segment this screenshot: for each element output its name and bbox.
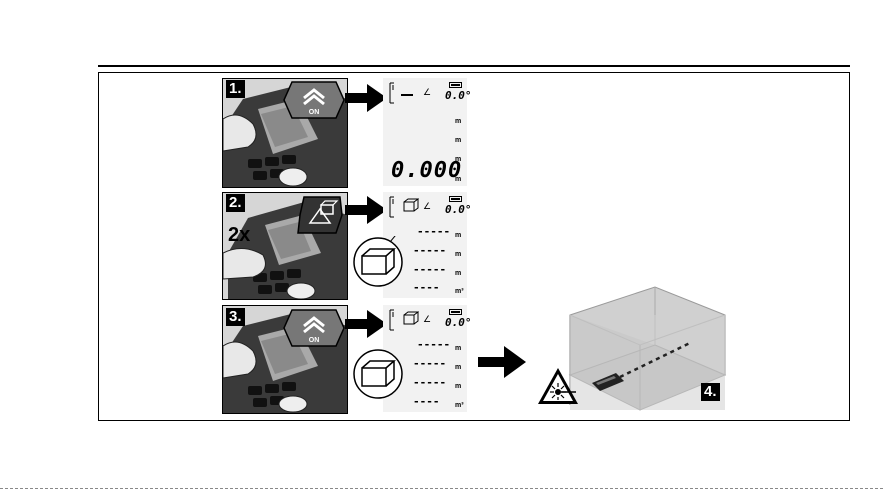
dash-readout: ----- xyxy=(413,357,446,370)
arrow-right-icon xyxy=(345,196,387,224)
step1-angle: 0.0° xyxy=(445,89,472,102)
step3-button-text: ON xyxy=(309,337,320,344)
dash-readout: ---- xyxy=(413,395,440,408)
step4-label: 4. xyxy=(701,383,720,401)
room-box-zoom-icon xyxy=(352,236,404,288)
unit-label: m xyxy=(455,118,461,125)
step3-angle: 0.0° xyxy=(445,316,472,329)
unit-label: m xyxy=(455,270,461,277)
angle-icon: ∠ xyxy=(423,314,431,325)
unit-label: m³ xyxy=(455,288,464,295)
step1-label: 1. xyxy=(226,80,245,98)
unit-label: m xyxy=(455,383,461,390)
arrow-right-icon xyxy=(478,346,526,378)
battery-icon xyxy=(449,309,463,315)
arrow-right-icon xyxy=(345,310,387,338)
length-mode-icon xyxy=(401,94,413,96)
battery-icon xyxy=(449,196,463,202)
figure-frame xyxy=(98,72,850,421)
unit-label: m xyxy=(455,137,461,144)
header-rule xyxy=(98,65,850,67)
step2-label: 2. xyxy=(226,194,245,212)
unit-label: m xyxy=(455,232,461,239)
unit-label: m xyxy=(455,251,461,258)
angle-icon: ∠ xyxy=(423,87,431,98)
room-box-icon xyxy=(403,311,419,325)
dash-readout: ----- xyxy=(413,376,446,389)
reference-bracket-icon xyxy=(389,82,397,104)
unit-label: m xyxy=(455,176,461,183)
step1-display: ∠ 0.0° m m m 0.000 m xyxy=(383,78,467,186)
room-box-zoom-icon xyxy=(352,348,404,400)
unit-label: m xyxy=(455,345,461,352)
reference-bracket-icon xyxy=(389,309,397,331)
step2-multiplier: 2x xyxy=(228,224,250,247)
volume-mode-icon xyxy=(296,195,344,235)
dash-readout: ----- xyxy=(417,338,450,351)
angle-icon: ∠ xyxy=(423,201,431,212)
unit-label: m³ xyxy=(455,402,464,409)
dash-readout: ----- xyxy=(417,225,450,238)
page-bottom-rule xyxy=(0,488,883,489)
battery-icon xyxy=(449,82,463,88)
laser-warning-icon xyxy=(536,366,580,406)
reference-bracket-icon xyxy=(389,196,397,218)
on-button-icon: ON xyxy=(282,80,346,120)
dash-readout: ----- xyxy=(413,244,446,257)
unit-label: m xyxy=(455,364,461,371)
dash-readout: ----- xyxy=(413,263,446,276)
step1-button-text: ON xyxy=(309,109,320,116)
room-box-icon xyxy=(403,198,419,212)
arrow-right-icon xyxy=(345,84,387,112)
step2-angle: 0.0° xyxy=(445,203,472,216)
dash-readout: ---- xyxy=(413,281,440,294)
on-button-icon: ON xyxy=(282,308,346,348)
step3-label: 3. xyxy=(226,308,245,326)
step1-readout: 0.000 xyxy=(391,158,462,183)
